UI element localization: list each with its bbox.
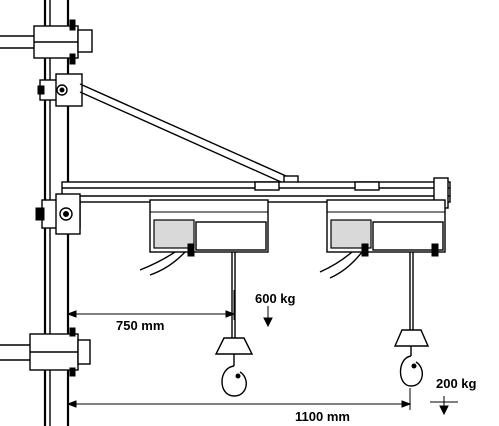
load-label-200: 200 kg — [436, 376, 477, 391]
tie-rod — [79, 83, 299, 187]
hook-near — [214, 252, 254, 397]
top-coupler-clamp — [33, 19, 93, 65]
pivot-bracket — [35, 193, 81, 235]
hoist-unit-near — [139, 199, 269, 276]
hoist-unit-far — [319, 199, 446, 279]
load-600kg: 600 kg — [255, 291, 296, 328]
load-200kg: 200 kg — [430, 376, 477, 416]
dim-label-750: 750 mm — [116, 318, 164, 333]
horizontal-scaffold-tubes — [0, 35, 40, 361]
load-label-600: 600 kg — [255, 291, 296, 306]
upper-tie-bracket — [37, 73, 83, 107]
dim-label-1100: 1100 mm — [295, 409, 350, 424]
dimension-1100mm: 1100 mm — [66, 388, 412, 424]
bottom-coupler-clamp — [29, 327, 91, 377]
hook-far — [393, 252, 430, 387]
dimension-750mm: 750 mm — [66, 290, 236, 333]
